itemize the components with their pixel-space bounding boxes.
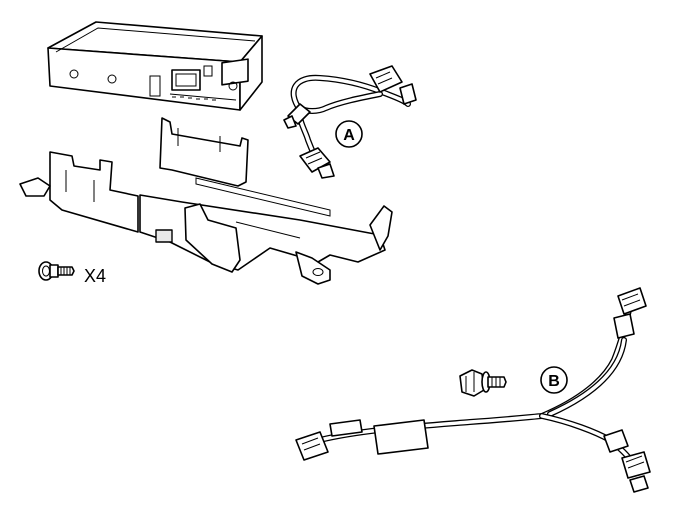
harness-a xyxy=(283,65,417,179)
callout-a-letter: A xyxy=(343,127,355,144)
callout-b-letter: B xyxy=(548,373,560,390)
screw-small xyxy=(38,261,75,281)
bolt-large xyxy=(459,369,507,397)
callout-a: A xyxy=(335,120,363,148)
harness-b xyxy=(295,287,651,493)
control-module xyxy=(47,21,263,111)
screw-quantity-label: X4 xyxy=(84,266,106,286)
mounting-bracket xyxy=(19,117,393,285)
callout-b: B xyxy=(540,366,568,394)
